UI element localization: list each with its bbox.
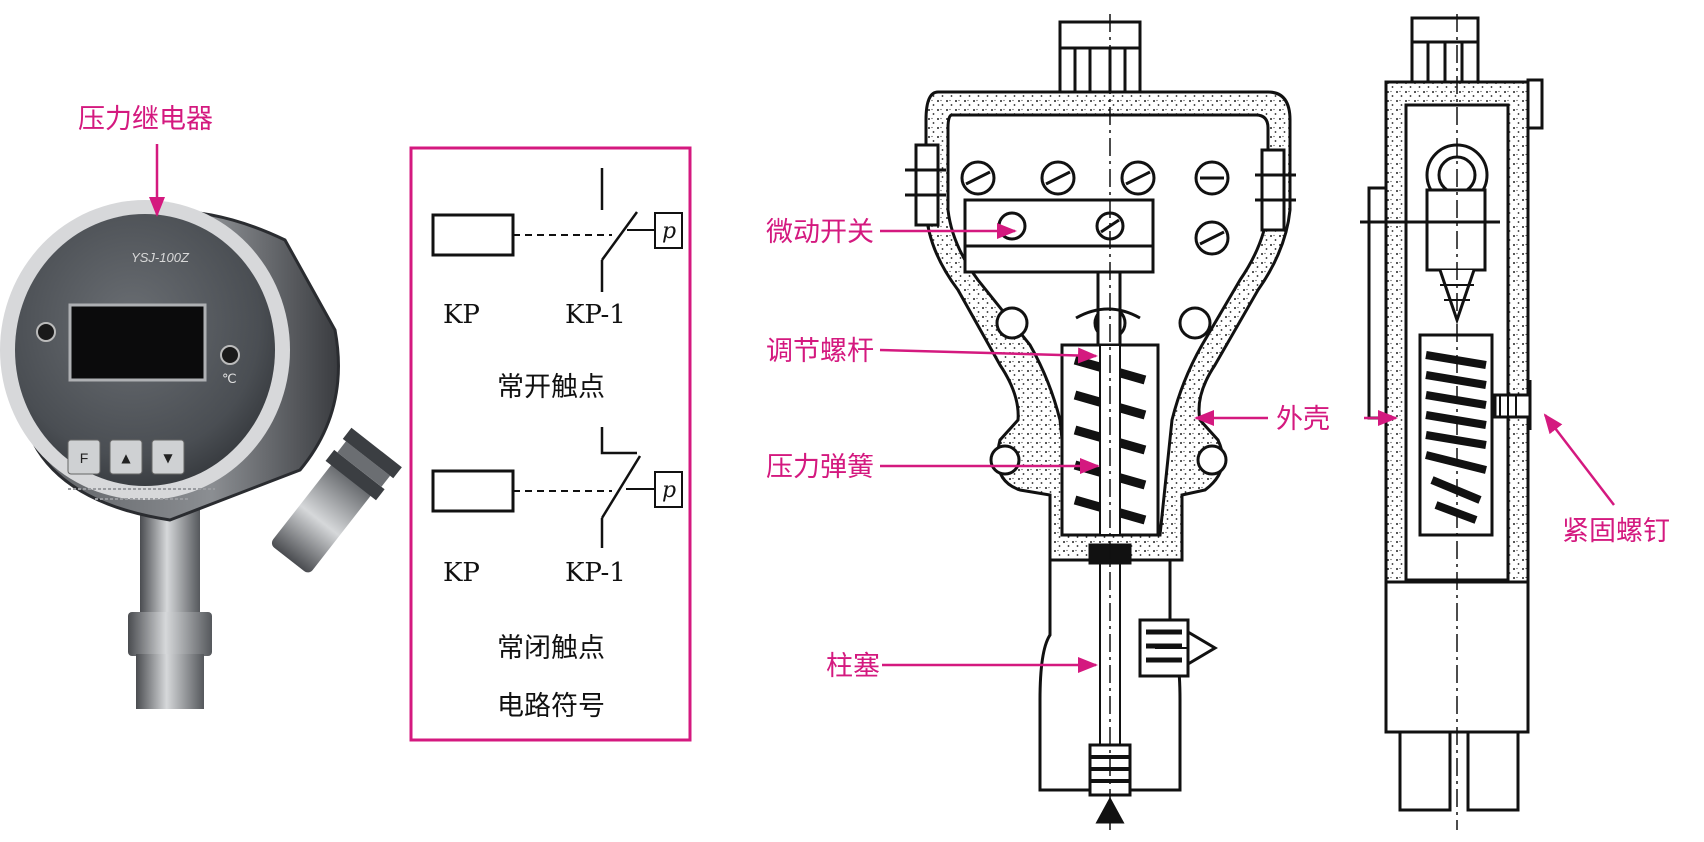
svg-text:F: F: [80, 450, 89, 466]
svg-text:压力弹簧: 压力弹簧: [766, 452, 874, 483]
symbol-normally-open: p KP KP-1 常开触点: [431, 168, 683, 403]
photo-caption: 压力继电器: [78, 104, 213, 135]
screw-row: [960, 160, 1230, 256]
svg-text:p: p: [662, 478, 676, 503]
nc-caption: 常闭触点: [497, 633, 605, 664]
cable-gland: [271, 427, 402, 573]
pressure-pipe: [140, 505, 200, 615]
button-down[interactable]: ▼: [151, 439, 185, 475]
symbol-box: [409, 146, 692, 742]
adjust-screw-rod: [1096, 270, 1122, 354]
nc-contact-blade: [600, 455, 642, 519]
mount-hole-left: [36, 322, 56, 342]
svg-text:外壳: 外壳: [1276, 404, 1330, 435]
label-adjust-screw: 调节螺杆: [766, 336, 1098, 367]
svg-text:紧固螺钉: 紧固螺钉: [1562, 516, 1670, 547]
button-f[interactable]: F: [67, 439, 101, 475]
front-section: [905, 14, 1296, 830]
label-plunger: 柱塞: [826, 651, 1098, 682]
label-fastening-screw: 紧固螺钉: [1543, 413, 1670, 547]
nc-contact-label: KP-1: [565, 558, 626, 588]
label-micro-switch: 微动开关: [766, 217, 1017, 248]
svg-text:调节螺杆: 调节螺杆: [766, 336, 874, 367]
label-pressure-spring: 压力弹簧: [766, 452, 1100, 483]
label-housing: 外壳: [1194, 404, 1398, 435]
symbol-normally-closed: p KP KP-1 常闭触点 电路符号: [431, 427, 683, 722]
mount-hole-right: [220, 345, 240, 365]
no-caption: 常开触点: [497, 372, 605, 403]
model-text: YSJ-100Z: [131, 250, 190, 265]
nc-coil-label: KP: [443, 558, 480, 588]
display-window: [68, 303, 207, 382]
side-section: [1360, 14, 1544, 830]
top-knob: [1058, 20, 1142, 104]
no-coil-label: KP: [443, 300, 480, 330]
button-up[interactable]: ▲: [109, 439, 143, 475]
svg-text:柱塞: 柱塞: [826, 651, 880, 682]
nc-pressure-box: [654, 471, 683, 508]
no-contact-blade: [600, 211, 639, 261]
micro-switch: [963, 198, 1155, 274]
nc-coil: [431, 469, 515, 513]
unit-text: ℃: [222, 371, 237, 386]
no-contact-label: KP-1: [565, 300, 626, 330]
relay-photo: YSJ-100Z ℃ F ▲ ▼: [0, 200, 402, 709]
no-pressure-box: [654, 212, 683, 249]
svg-text:p: p: [662, 219, 676, 244]
svg-text:微动开关: 微动开关: [766, 217, 874, 248]
symbols-footer: 电路符号: [497, 691, 605, 722]
svg-text:▲: ▲: [121, 451, 131, 465]
no-coil: [431, 213, 515, 257]
svg-text:▼: ▼: [163, 451, 173, 465]
